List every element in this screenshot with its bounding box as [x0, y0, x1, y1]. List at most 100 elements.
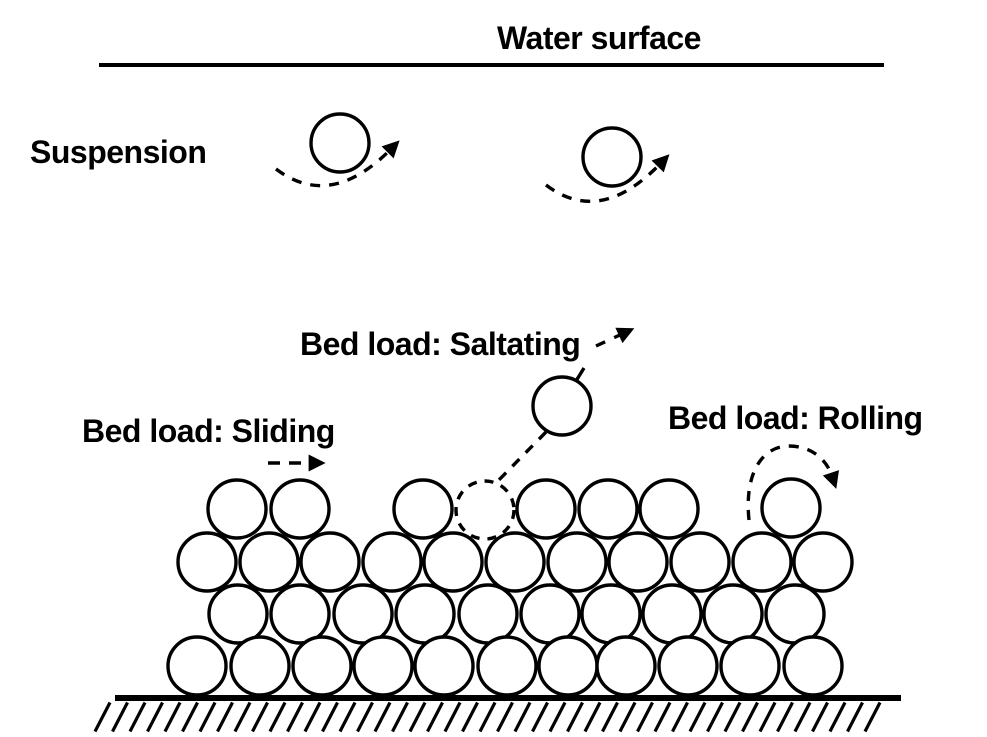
suspension-label: Suspension [30, 134, 206, 170]
rolling-label: Bed load: Rolling [668, 400, 923, 436]
hatch-line [723, 701, 742, 733]
hatch-line [636, 701, 654, 733]
bed-grain-icon [291, 635, 353, 697]
hatch-line [496, 701, 514, 733]
bed-grain-icon [595, 635, 657, 697]
hatch-line [111, 701, 129, 733]
vacated-grain-outline [454, 479, 516, 541]
bed-grain-icon [176, 531, 238, 593]
hatch-line [286, 701, 304, 733]
saltating-grain-icon [531, 375, 593, 437]
hatch-line [741, 701, 759, 733]
bed-grain-icon [519, 583, 581, 645]
hatch-line [793, 701, 812, 733]
saltating-grain-tail [574, 367, 586, 382]
suspension-grain-icon [309, 112, 371, 174]
bed-grain-icon [764, 583, 826, 645]
bed-grain-icon [457, 583, 519, 645]
hatch-line [163, 701, 182, 733]
bed-grain-icon [702, 583, 764, 645]
ground-hatching [93, 701, 882, 733]
bed-grain-icon [792, 531, 854, 593]
bed-grain-icon [657, 635, 719, 697]
hatch-line [128, 701, 147, 733]
hatch-line [146, 701, 164, 733]
rolling-grain-icon [760, 477, 822, 539]
hatch-line [303, 701, 322, 733]
suspension-swirl-arrow-icon [544, 154, 670, 203]
hatch-line [688, 701, 707, 733]
hatch-line [391, 701, 409, 733]
sliding-label: Bed load: Sliding [82, 413, 335, 449]
suspension-swirl-arrow-icon [274, 140, 400, 188]
hatch-line [426, 701, 444, 733]
hatch-line [356, 701, 374, 733]
hatch-line [408, 701, 427, 733]
bed-grain-icon [332, 583, 394, 645]
hatch-line [653, 701, 672, 733]
saltating-label: Bed load: Saltating [300, 326, 580, 362]
bed-grain-icon [413, 635, 475, 697]
bed-grain-icon [580, 583, 642, 645]
hatch-line [811, 701, 829, 733]
bed-grain-icon [484, 531, 546, 593]
bed-grain-icon [577, 478, 639, 540]
bed-grain-icon [638, 478, 700, 540]
hatch-line [461, 701, 479, 733]
hatch-line [601, 701, 619, 733]
bed-grain-icon [641, 583, 703, 645]
hatch-line [233, 701, 252, 733]
bed-grain-icon [731, 531, 793, 593]
hatch-line [321, 701, 339, 733]
suspension-grain-group-1 [274, 112, 400, 188]
sediment-bed [166, 478, 854, 697]
bed-grain-icon [166, 635, 228, 697]
hatch-line [338, 701, 357, 733]
hatch-line [513, 701, 532, 733]
hatch-line [583, 701, 602, 733]
bed-grain-icon [229, 635, 291, 697]
bed-grain-icon [299, 531, 361, 593]
hatch-line [863, 701, 882, 733]
bed-grain-icon [607, 531, 669, 593]
bed-grain-icon [361, 531, 423, 593]
hatch-line [251, 701, 269, 733]
hatch-line [846, 701, 864, 733]
water-surface-label: Water surface [497, 20, 701, 56]
bed-grain-icon [719, 635, 781, 697]
hatch-line [198, 701, 217, 733]
hatch-line [828, 701, 847, 733]
bed-grain-icon [394, 583, 456, 645]
suspension-grain-group-2 [544, 126, 670, 203]
hatch-line [93, 701, 112, 733]
bed-grain-icon [422, 531, 484, 593]
hatch-line [531, 701, 549, 733]
hatch-line [216, 701, 234, 733]
hatch-line [478, 701, 497, 733]
bed-grain-icon [476, 635, 538, 697]
hatch-line [373, 701, 392, 733]
bed-grain-icon [269, 478, 331, 540]
hatch-line [758, 701, 777, 733]
hatch-line [181, 701, 199, 733]
saltating-direction-arrow-icon [595, 327, 635, 348]
hatch-line [566, 701, 584, 733]
bed-grain-icon [537, 635, 599, 697]
bed-grain-icon [269, 583, 331, 645]
hatch-line [618, 701, 637, 733]
hatch-line [776, 701, 794, 733]
bed-grain-icon [782, 635, 844, 697]
suspension-grain-icon [581, 126, 643, 188]
hatch-line [443, 701, 462, 733]
hatch-line [268, 701, 287, 733]
hatch-line [706, 701, 724, 733]
bed-grain-icon [206, 478, 268, 540]
bed-grain-icon [352, 635, 414, 697]
bed-grain-icon [546, 531, 608, 593]
hatch-line [548, 701, 567, 733]
bed-grain-icon [392, 478, 454, 540]
bed-grain-icon [669, 531, 731, 593]
ground-line [115, 695, 901, 701]
